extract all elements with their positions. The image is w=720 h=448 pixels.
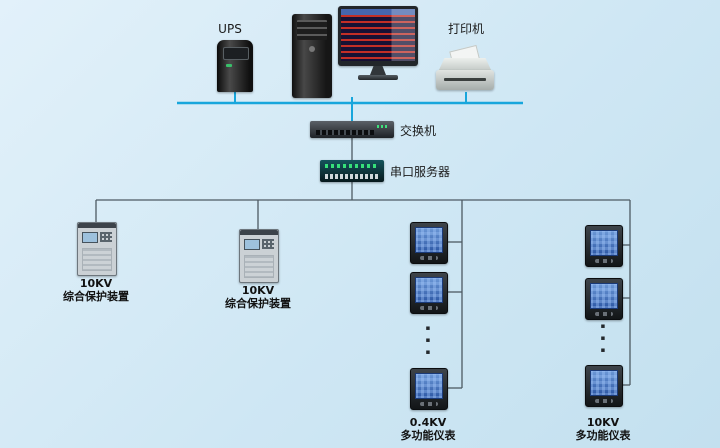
serial-server-label: 串口服务器 (390, 165, 451, 179)
protection2-buttons (262, 239, 274, 249)
protection1-name: 综合保护装置 (63, 290, 129, 303)
meter-screen (590, 283, 618, 309)
protection1-voltage: 10KV (79, 277, 113, 290)
ups-led (226, 64, 232, 67)
continuation-dots-10kv: ▪ ▪ ▪ (600, 322, 606, 354)
pc-power-button-icon (309, 46, 315, 52)
switch-label: 交换机 (400, 124, 437, 138)
protection-device-2 (239, 229, 279, 283)
meter-04kv-1 (410, 222, 448, 264)
protection-device-1 (77, 222, 117, 276)
meter-10kv-1 (585, 225, 623, 267)
protection1-lcd (82, 232, 98, 243)
meter-buttons (420, 306, 438, 310)
meters-10kv-name: 多功能仪表 (575, 429, 631, 442)
meter-screen (590, 370, 618, 396)
pc-tower (292, 14, 332, 98)
serial-server-ports (325, 174, 379, 179)
protection2-vent (244, 255, 274, 278)
meter-screen (415, 373, 443, 399)
meter-buttons (420, 402, 438, 406)
ups-label: UPS (218, 22, 242, 36)
printer-output-slot (444, 78, 486, 81)
meters-04kv-name: 多功能仪表 (400, 429, 456, 442)
ups-display (223, 47, 249, 60)
ups-device (217, 40, 253, 92)
protection2-top-cap (240, 230, 278, 235)
meter-buttons (595, 399, 613, 403)
meter-screen (415, 277, 443, 303)
protection1-label: 10KV 综合保护装置 (36, 277, 156, 303)
meter-04kv-2 (410, 272, 448, 314)
protection1-buttons (100, 232, 112, 242)
meters-04kv-label: 0.4KV 多功能仪表 (368, 416, 488, 442)
monitor (338, 6, 418, 80)
meter-buttons (595, 312, 613, 316)
switch-leds (377, 125, 389, 128)
serial-port-server (320, 160, 384, 182)
meter-04kv-3 (410, 368, 448, 410)
protection2-voltage: 10KV (241, 284, 275, 297)
meter-buttons (595, 259, 613, 263)
meter-screen (590, 230, 618, 256)
meter-10kv-2 (585, 278, 623, 320)
printer-top (438, 58, 492, 72)
protection2-lcd (244, 239, 260, 250)
meter-10kv-3 (585, 365, 623, 407)
continuation-dots-04kv: ▪ ▪ ▪ (425, 324, 431, 356)
switch-ports (316, 130, 374, 135)
meters-10kv-voltage: 10KV (586, 416, 620, 429)
monitor-stand (370, 66, 386, 75)
printer-device (436, 44, 494, 92)
monitor-screen (341, 9, 415, 61)
protection1-vent (82, 248, 112, 271)
serial-server-leds (325, 164, 379, 168)
meter-screen (415, 227, 443, 253)
pc-drive-bays (297, 20, 327, 40)
meter-buttons (420, 256, 438, 260)
meters-10kv-label: 10KV 多功能仪表 (543, 416, 663, 442)
network-switch (310, 121, 394, 138)
monitor-base (358, 75, 398, 80)
protection1-top-cap (78, 223, 116, 228)
protection2-label: 10KV 综合保护装置 (198, 284, 318, 310)
meters-04kv-voltage: 0.4KV (409, 416, 447, 429)
protection2-name: 综合保护装置 (225, 297, 291, 310)
printer-label: 打印机 (447, 22, 484, 36)
